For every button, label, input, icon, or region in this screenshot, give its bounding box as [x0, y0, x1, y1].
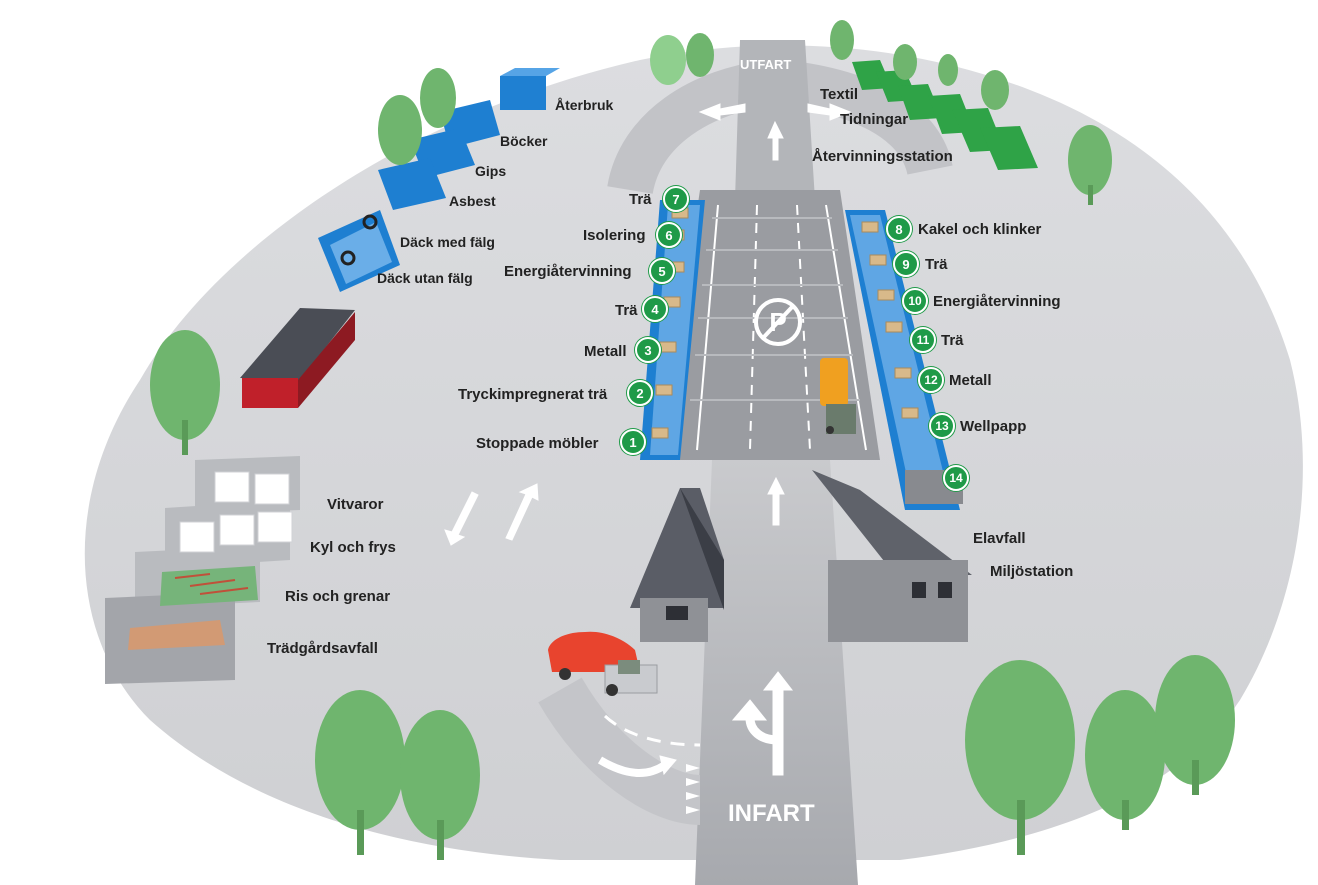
tidningar-label: Tidningar — [840, 111, 909, 128]
left-station-5-badge: 5 — [649, 258, 675, 284]
bocker-label: Böcker — [500, 133, 548, 149]
left-station-7-label: Trä — [629, 191, 652, 208]
dack-med-falg-label: Däck med fälg — [400, 234, 495, 250]
left-station-2-badge: 2 — [627, 380, 653, 406]
top-left-containers — [318, 68, 560, 292]
arrow-icon — [444, 103, 852, 777]
vitvaror-label: Vitvaror — [327, 496, 384, 513]
left-station-6-label: Isolering — [583, 227, 646, 244]
left-station-3-label: Metall — [584, 343, 627, 360]
right-station-12-label: Metall — [949, 372, 992, 389]
left-station-7-badge: 7 — [663, 186, 689, 212]
gips-label: Gips — [475, 163, 507, 179]
car-icon — [548, 631, 658, 696]
tree-icon — [150, 20, 1235, 860]
left-station-4-badge: 4 — [642, 296, 668, 322]
miljostation-label: Miljöstation — [990, 563, 1074, 580]
tradgardsavfall-label: Trädgårdsavfall — [267, 640, 378, 657]
aterbruk-label: Återbruk — [555, 97, 614, 113]
parking-icon: P — [754, 298, 802, 346]
left-station-4-label: Trä — [615, 302, 638, 319]
entrance-road — [695, 460, 858, 885]
top-right-containers — [852, 60, 1038, 170]
exit-road — [735, 40, 815, 200]
left-station-1-label: Stoppade möbler — [476, 435, 599, 452]
office-building — [630, 488, 724, 642]
environmental-station-building — [812, 470, 972, 642]
shed-building — [240, 308, 355, 408]
right-station-13-badge: 13 — [929, 413, 955, 439]
left-station-2-label: Tryckimpregnerat trä — [458, 386, 608, 403]
truck-icon — [820, 358, 856, 434]
entrance-label: INFART — [728, 800, 815, 827]
dack-utan-falg-label: Däck utan fälg — [377, 270, 473, 286]
right-station-8-label: Kakel och klinker — [918, 221, 1042, 238]
atervinningsstation-label: Återvinningsstation — [812, 148, 953, 165]
road-markings — [603, 714, 701, 747]
textil-label: Textil — [820, 86, 859, 103]
left-station-1-badge: 1 — [620, 429, 646, 455]
right-station-11-label: Trä — [941, 332, 964, 349]
left-station-3-badge: 3 — [635, 337, 661, 363]
left-station-5-label: Energiåtervinning — [504, 263, 632, 280]
right-station-11-badge: 11 — [910, 327, 936, 353]
exit-label: UTFART — [740, 57, 792, 72]
kyl-och-frys-label: Kyl och frys — [310, 539, 396, 556]
right-station-13-label: Wellpapp — [960, 418, 1027, 435]
ris-och-grenar-label: Ris och grenar — [285, 588, 391, 605]
right-station-10-badge: 10 — [902, 288, 928, 314]
right-station-9-label: Trä — [925, 256, 948, 273]
right-station-9-badge: 9 — [893, 251, 919, 277]
right-station-8-badge: 8 — [886, 216, 912, 242]
asbest-label: Asbest — [449, 193, 496, 209]
right-station-14-badge: 14 — [943, 465, 969, 491]
left-bins — [105, 456, 300, 684]
parking-lines — [690, 204, 867, 451]
right-station-12-badge: 12 — [918, 367, 944, 393]
left-station-6-badge: 6 — [656, 222, 682, 248]
right-station-10-label: Energiåtervinning — [933, 293, 1061, 310]
yield-markings — [686, 764, 700, 814]
elavfall-label: Elavfall — [973, 530, 1026, 547]
